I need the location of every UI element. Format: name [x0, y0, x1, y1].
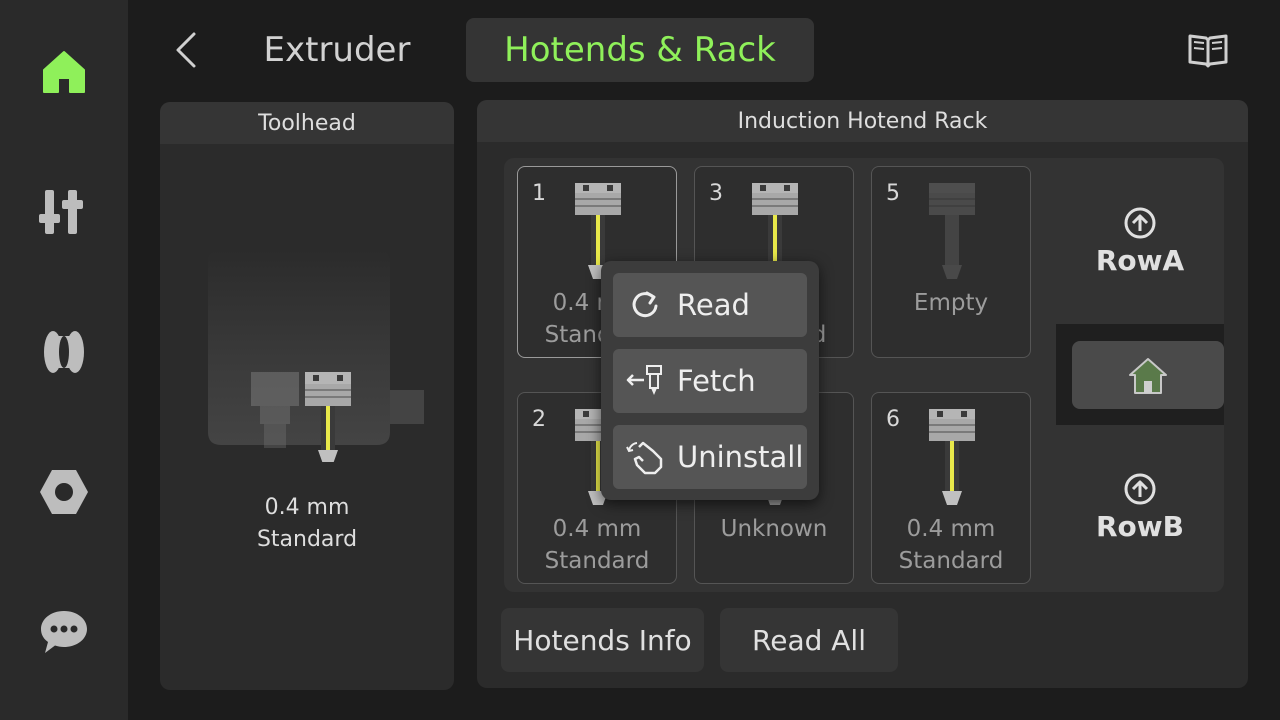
manual-book-icon[interactable] [1186, 30, 1230, 70]
home-icon[interactable] [34, 42, 94, 102]
rack-title: Induction Hotend Rack [477, 100, 1248, 142]
filament-spool-icon[interactable] [34, 322, 94, 382]
row-a-button[interactable]: RowA [1056, 206, 1224, 277]
slot-number: 3 [709, 181, 723, 206]
sidebar [0, 0, 128, 720]
menu-item-uninstall-label: Uninstall [677, 440, 804, 474]
arrow-up-circle-icon [1124, 207, 1156, 239]
menu-item-fetch-label: Fetch [677, 364, 756, 398]
read-all-button[interactable]: Read All [720, 608, 898, 672]
fetch-hotend-icon [613, 349, 677, 413]
nut-icon[interactable] [34, 462, 94, 522]
slot-type: Standard [544, 548, 650, 574]
uninstall-hand-icon [613, 425, 677, 489]
slot-status: Unknown [720, 516, 828, 542]
hotend-icon [929, 409, 975, 505]
back-button[interactable] [168, 28, 204, 72]
slot-number: 1 [532, 181, 546, 206]
rack-slot-6[interactable]: 6 0.4 mm Standard [871, 392, 1031, 584]
tab-extruder[interactable]: Extruder [263, 30, 411, 70]
rack-home-button[interactable] [1072, 341, 1224, 409]
chevron-left-icon [176, 32, 196, 68]
chat-icon[interactable] [34, 602, 94, 662]
hotends-info-button[interactable]: Hotends Info [501, 608, 704, 672]
toolhead-hotend-size: 0.4 mm [264, 495, 350, 520]
slot-size: 0.4 mm [906, 516, 996, 542]
toolhead-title: Toolhead [160, 102, 454, 144]
toolhead-illustration [208, 250, 424, 462]
menu-item-uninstall[interactable]: Uninstall [613, 425, 807, 489]
slot-type: Standard [898, 548, 1004, 574]
tab-hotends-rack[interactable]: Hotends & Rack [466, 18, 814, 82]
toolhead-hotend-type: Standard [256, 527, 358, 552]
row-b-label: RowB [1095, 510, 1184, 543]
slot-size: 0.4 mm [552, 516, 642, 542]
row-b-button[interactable]: RowB [1056, 472, 1224, 543]
menu-item-read-label: Read [677, 288, 750, 322]
sliders-icon[interactable] [34, 182, 94, 242]
menu-item-read[interactable]: Read [613, 273, 807, 337]
slot-number: 5 [886, 181, 900, 206]
slot-status: Empty [913, 290, 989, 316]
slot-number: 6 [886, 407, 900, 432]
refresh-icon [613, 273, 677, 337]
rack-slot-5[interactable]: 5 Empty [871, 166, 1031, 358]
row-a-label: RowA [1095, 244, 1185, 277]
slot-number: 2 [532, 407, 546, 432]
home-icon [1129, 358, 1167, 394]
empty-hotend-icon [929, 183, 975, 279]
hotend-icon [575, 183, 621, 279]
slot-context-menu: Read Fetch Uninstall [601, 261, 819, 500]
menu-item-fetch[interactable]: Fetch [613, 349, 807, 413]
arrow-up-circle-icon [1124, 473, 1156, 505]
toolhead-panel: Toolhead 0.4 mm Standard [160, 102, 454, 690]
